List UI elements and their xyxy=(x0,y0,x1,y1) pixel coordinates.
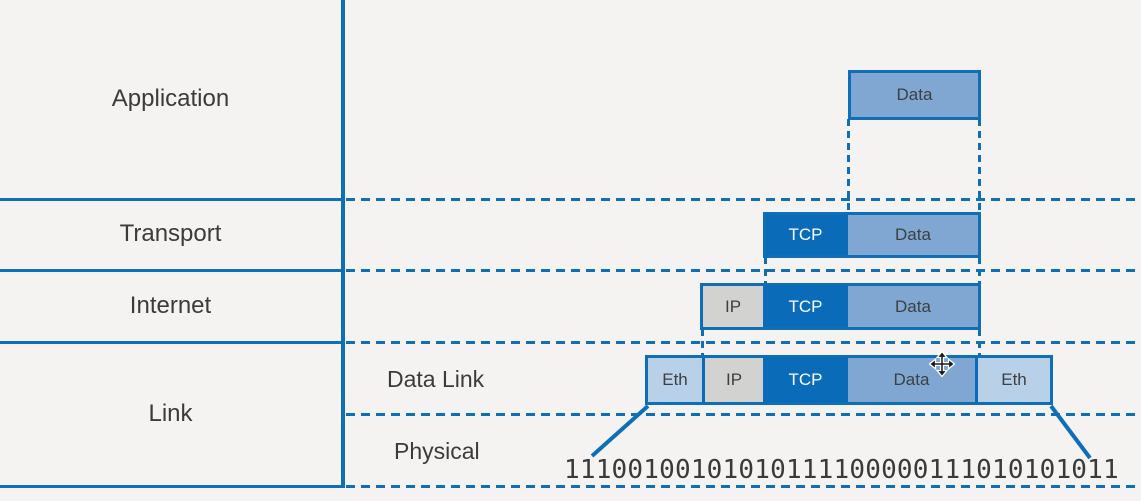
bottom-border xyxy=(0,485,345,488)
datalink-tcp-box: TCP xyxy=(766,358,845,402)
link-label: Link xyxy=(148,400,193,427)
datalink-data-label: Data xyxy=(893,370,930,389)
dashed-line-internet-link xyxy=(346,341,1141,344)
physical-label: Physical xyxy=(394,438,480,464)
connector-internet-left xyxy=(701,329,704,356)
transport-data-box: Data xyxy=(848,215,978,255)
internet-ip-box: IP xyxy=(703,286,763,327)
layer-label-transport: Transport xyxy=(0,199,341,269)
datalink-segment-group: Eth IP TCP Data Eth xyxy=(645,355,1053,405)
datalink-eth-header-label: Eth xyxy=(662,370,688,389)
layer-column-divider xyxy=(341,0,345,488)
transport-tcp-label: TCP xyxy=(788,225,823,244)
datalink-ip-box: IP xyxy=(705,358,763,402)
physical-bitstream: 11100100101010111100000111010101011 xyxy=(564,455,1119,485)
datalink-eth-trailer-box: Eth xyxy=(978,358,1050,402)
dashed-line-transport-internet xyxy=(346,269,1141,272)
connector-app-left xyxy=(847,119,850,213)
layer-label-application: Application xyxy=(0,0,341,198)
transport-internet-border xyxy=(0,269,345,272)
datalink-data-box: Data xyxy=(848,358,975,402)
connector-transport-left xyxy=(764,257,767,284)
dashed-line-application-transport xyxy=(346,198,1141,201)
data-link-label: Data Link xyxy=(387,366,485,392)
application-transport-border xyxy=(0,198,345,201)
internet-segment-group: IP TCP Data xyxy=(700,283,981,330)
datalink-ip-label: IP xyxy=(725,370,743,389)
transport-segment-group: TCP Data xyxy=(763,212,981,258)
transport-data-label: Data xyxy=(895,225,931,244)
transport-tcp-box: TCP xyxy=(766,215,845,255)
connector-transport-right xyxy=(978,257,981,284)
sublabel-physical: Physical xyxy=(394,438,480,465)
internet-data-label: Data xyxy=(895,296,931,316)
internet-data-box: Data xyxy=(848,286,978,327)
internet-tcp-label: TCP xyxy=(788,296,823,316)
transport-label: Transport xyxy=(119,220,222,247)
internet-tcp-box: TCP xyxy=(766,286,845,327)
datalink-tcp-label: TCP xyxy=(788,370,823,389)
application-data-box: Data xyxy=(848,70,981,120)
application-data-label: Data xyxy=(896,85,933,104)
layer-label-link: Link xyxy=(0,343,341,485)
layer-label-internet: Internet xyxy=(0,271,341,341)
datalink-eth-trailer-label: Eth xyxy=(1001,370,1027,389)
connector-internet-right xyxy=(978,329,981,356)
internet-ip-label: IP xyxy=(724,296,742,316)
internet-link-border xyxy=(0,341,345,344)
application-label: Application xyxy=(111,85,230,112)
connector-app-right xyxy=(978,119,981,213)
datalink-eth-header-box: Eth xyxy=(648,358,702,402)
sublabel-data-link: Data Link xyxy=(387,366,484,393)
internet-label: Internet xyxy=(129,292,212,319)
dashed-line-bottom xyxy=(346,485,1141,488)
dashed-line-datalink-physical xyxy=(346,413,1141,416)
bitstream-text: 11100100101010111100000111010101011 xyxy=(564,455,1119,485)
